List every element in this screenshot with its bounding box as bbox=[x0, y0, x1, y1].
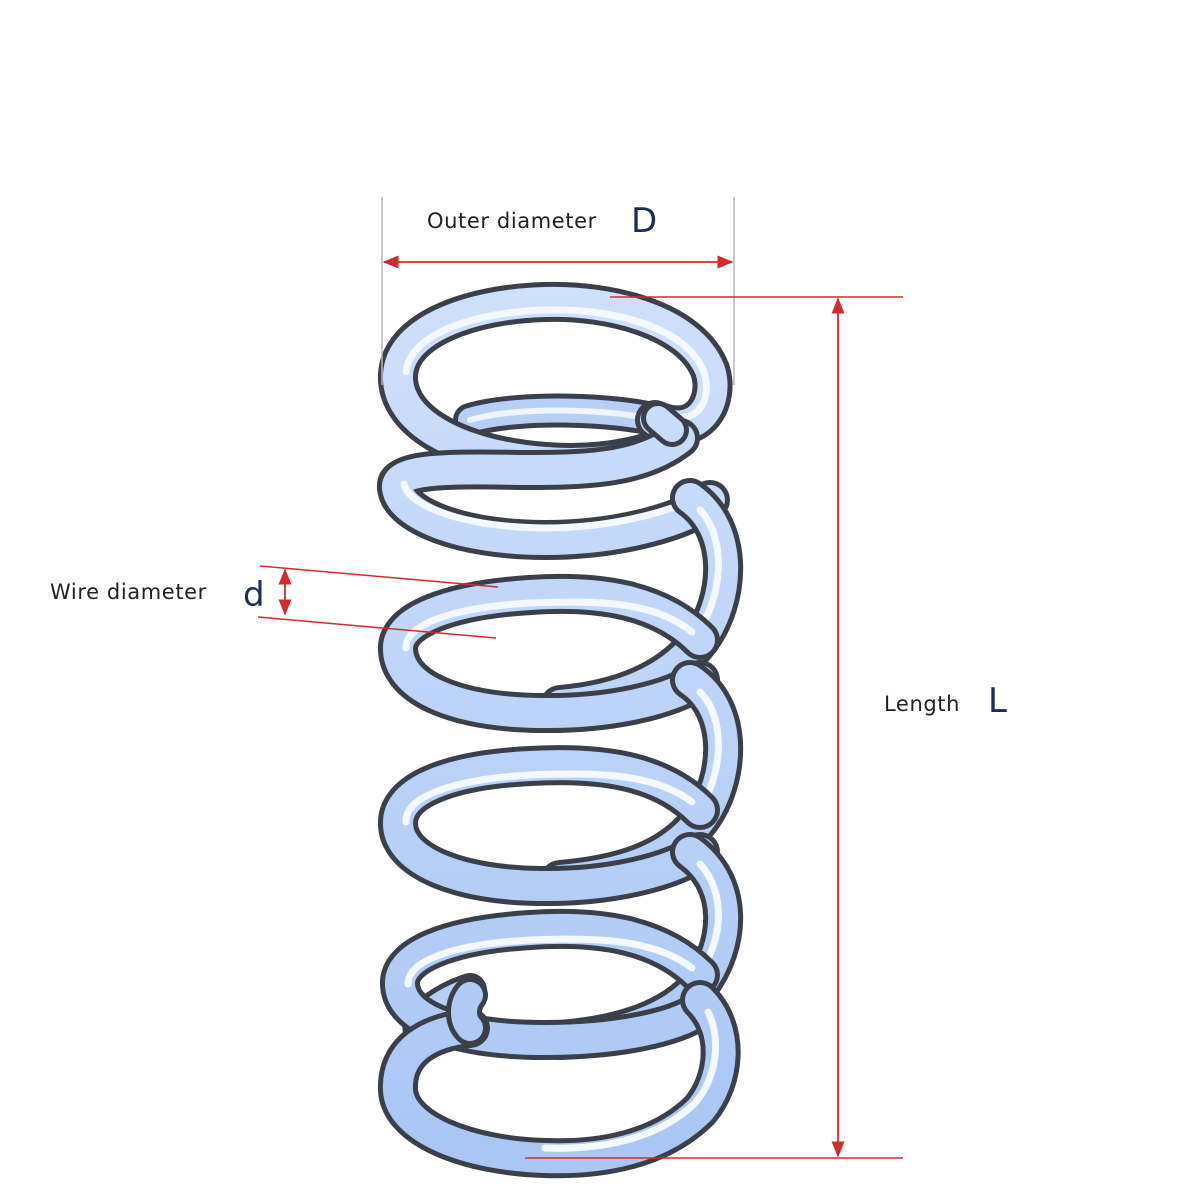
spring-coil-4 bbox=[378, 745, 720, 907]
wire-diameter-symbol: d bbox=[243, 575, 265, 615]
length-dimension: Length L bbox=[525, 296, 1007, 1159]
spring-coil-5 bbox=[380, 908, 720, 1061]
wire-diameter-line-bottom bbox=[257, 616, 497, 639]
spring-coil-2 bbox=[377, 418, 730, 561]
length-symbol: L bbox=[988, 681, 1007, 721]
outer-diameter-symbol: D bbox=[631, 201, 657, 241]
wire-diameter-dimension: Wire diameter d bbox=[50, 565, 499, 639]
wire-diameter-line-top bbox=[259, 565, 499, 588]
length-label: Length bbox=[884, 692, 960, 716]
outer-diameter-label: Outer diameter bbox=[427, 209, 597, 233]
outer-diameter-dimension: Outer diameter D bbox=[381, 197, 735, 385]
wire-diameter-label: Wire diameter bbox=[50, 580, 207, 604]
compression-spring-icon bbox=[377, 281, 744, 1179]
spring-coil-3 bbox=[378, 573, 720, 734]
